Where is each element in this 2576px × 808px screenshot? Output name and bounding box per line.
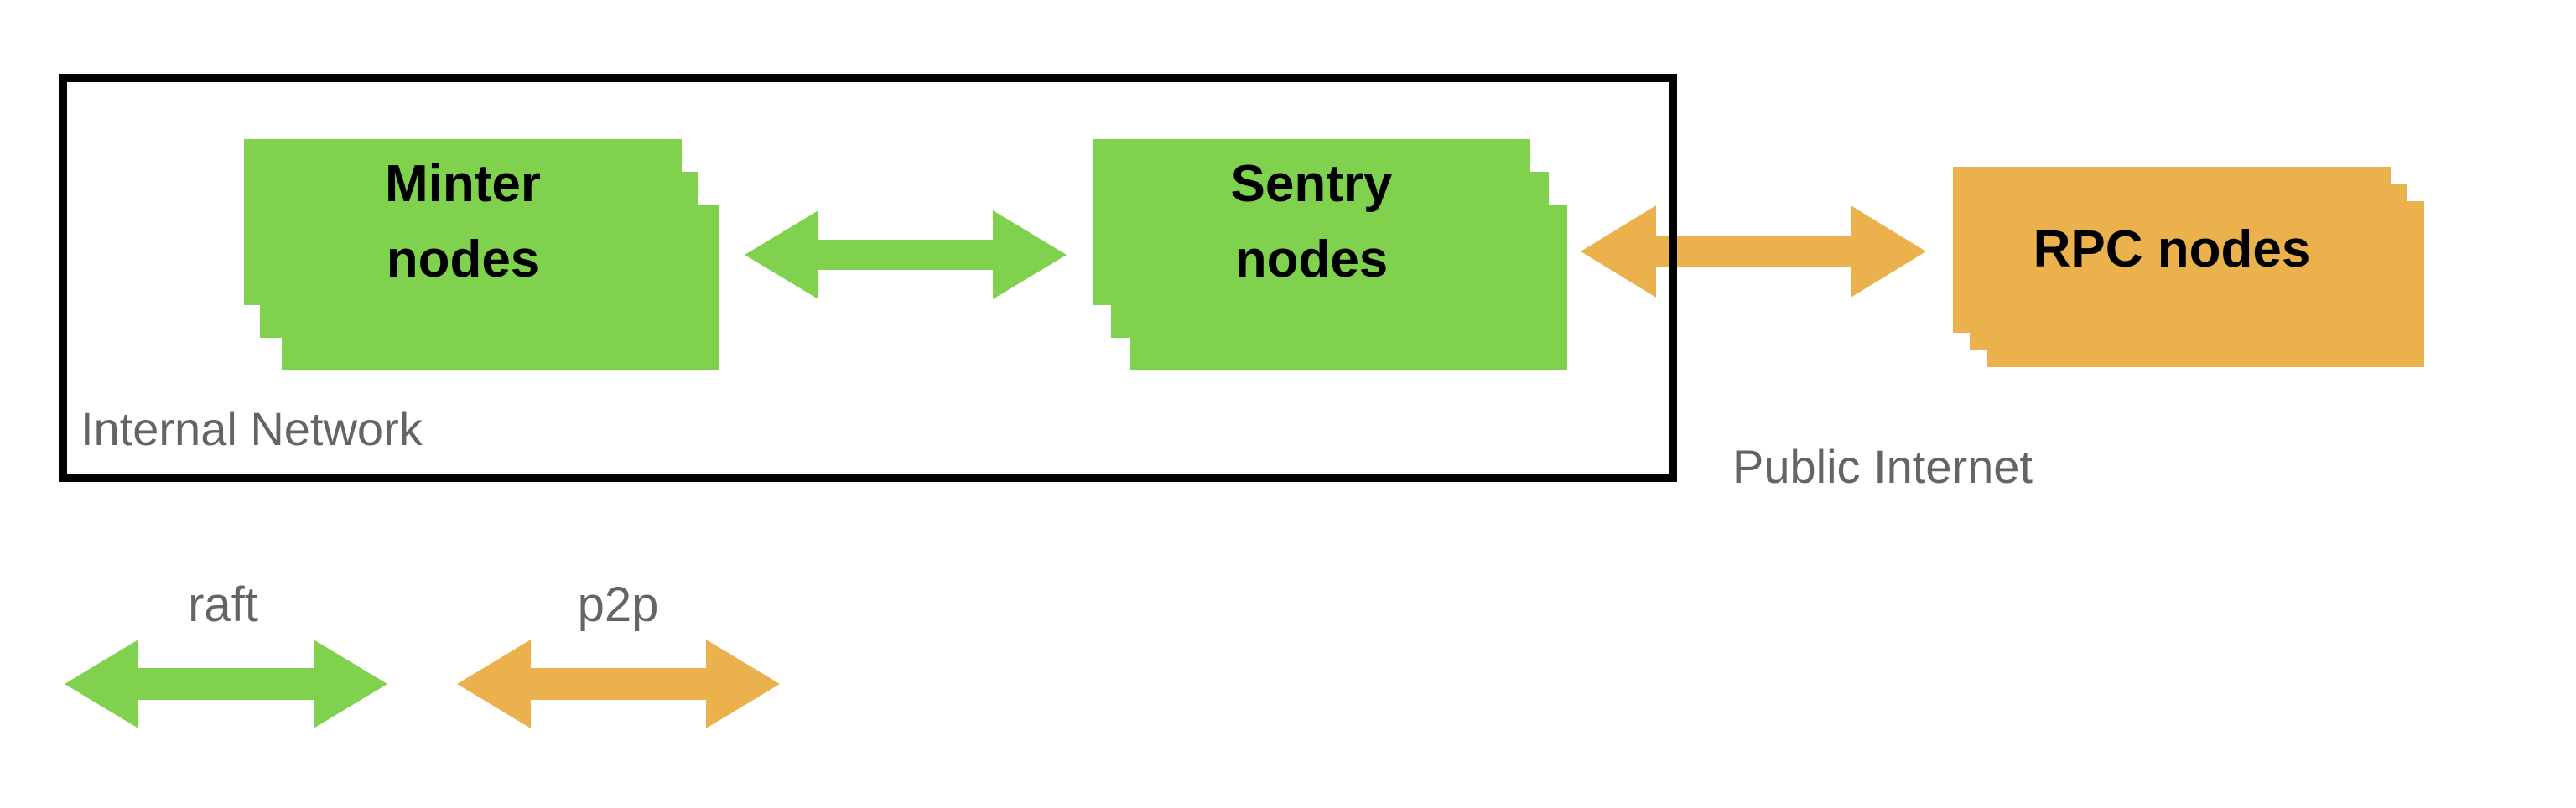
public-internet-label: Public Internet <box>1732 440 2033 493</box>
legend-p2p-label: p2p <box>577 578 659 632</box>
minter-label-line1: Minter <box>385 155 541 213</box>
sentry-label-line1: Sentry <box>1230 155 1393 213</box>
p2p-arrow <box>1581 205 1926 298</box>
stack-layer-top: RPC nodes <box>1953 167 2391 333</box>
legend-raft-label: raft <box>188 578 258 632</box>
minter-nodes-box: Minter nodes <box>244 139 719 370</box>
rpc-label-line1: RPC nodes <box>2033 220 2311 278</box>
raft-arrow <box>745 210 1067 299</box>
sentry-nodes-label: Sentry nodes <box>1231 147 1393 298</box>
minter-nodes-label: Minter nodes <box>385 147 541 298</box>
rpc-nodes-label: RPC nodes <box>2033 212 2311 287</box>
minter-label-line2: nodes <box>386 230 540 288</box>
stack-layer-top: Minter nodes <box>244 139 682 305</box>
legend-raft-arrow <box>65 640 387 728</box>
stack-layer-top: Sentry nodes <box>1093 139 1530 305</box>
internal-network-label: Internal Network <box>80 402 423 455</box>
internal-network-border <box>59 74 1677 482</box>
sentry-nodes-box: Sentry nodes <box>1093 139 1567 370</box>
rpc-nodes-box: RPC nodes <box>1953 167 2424 367</box>
sentry-label-line2: nodes <box>1234 230 1389 288</box>
legend-p2p-arrow <box>457 640 780 728</box>
